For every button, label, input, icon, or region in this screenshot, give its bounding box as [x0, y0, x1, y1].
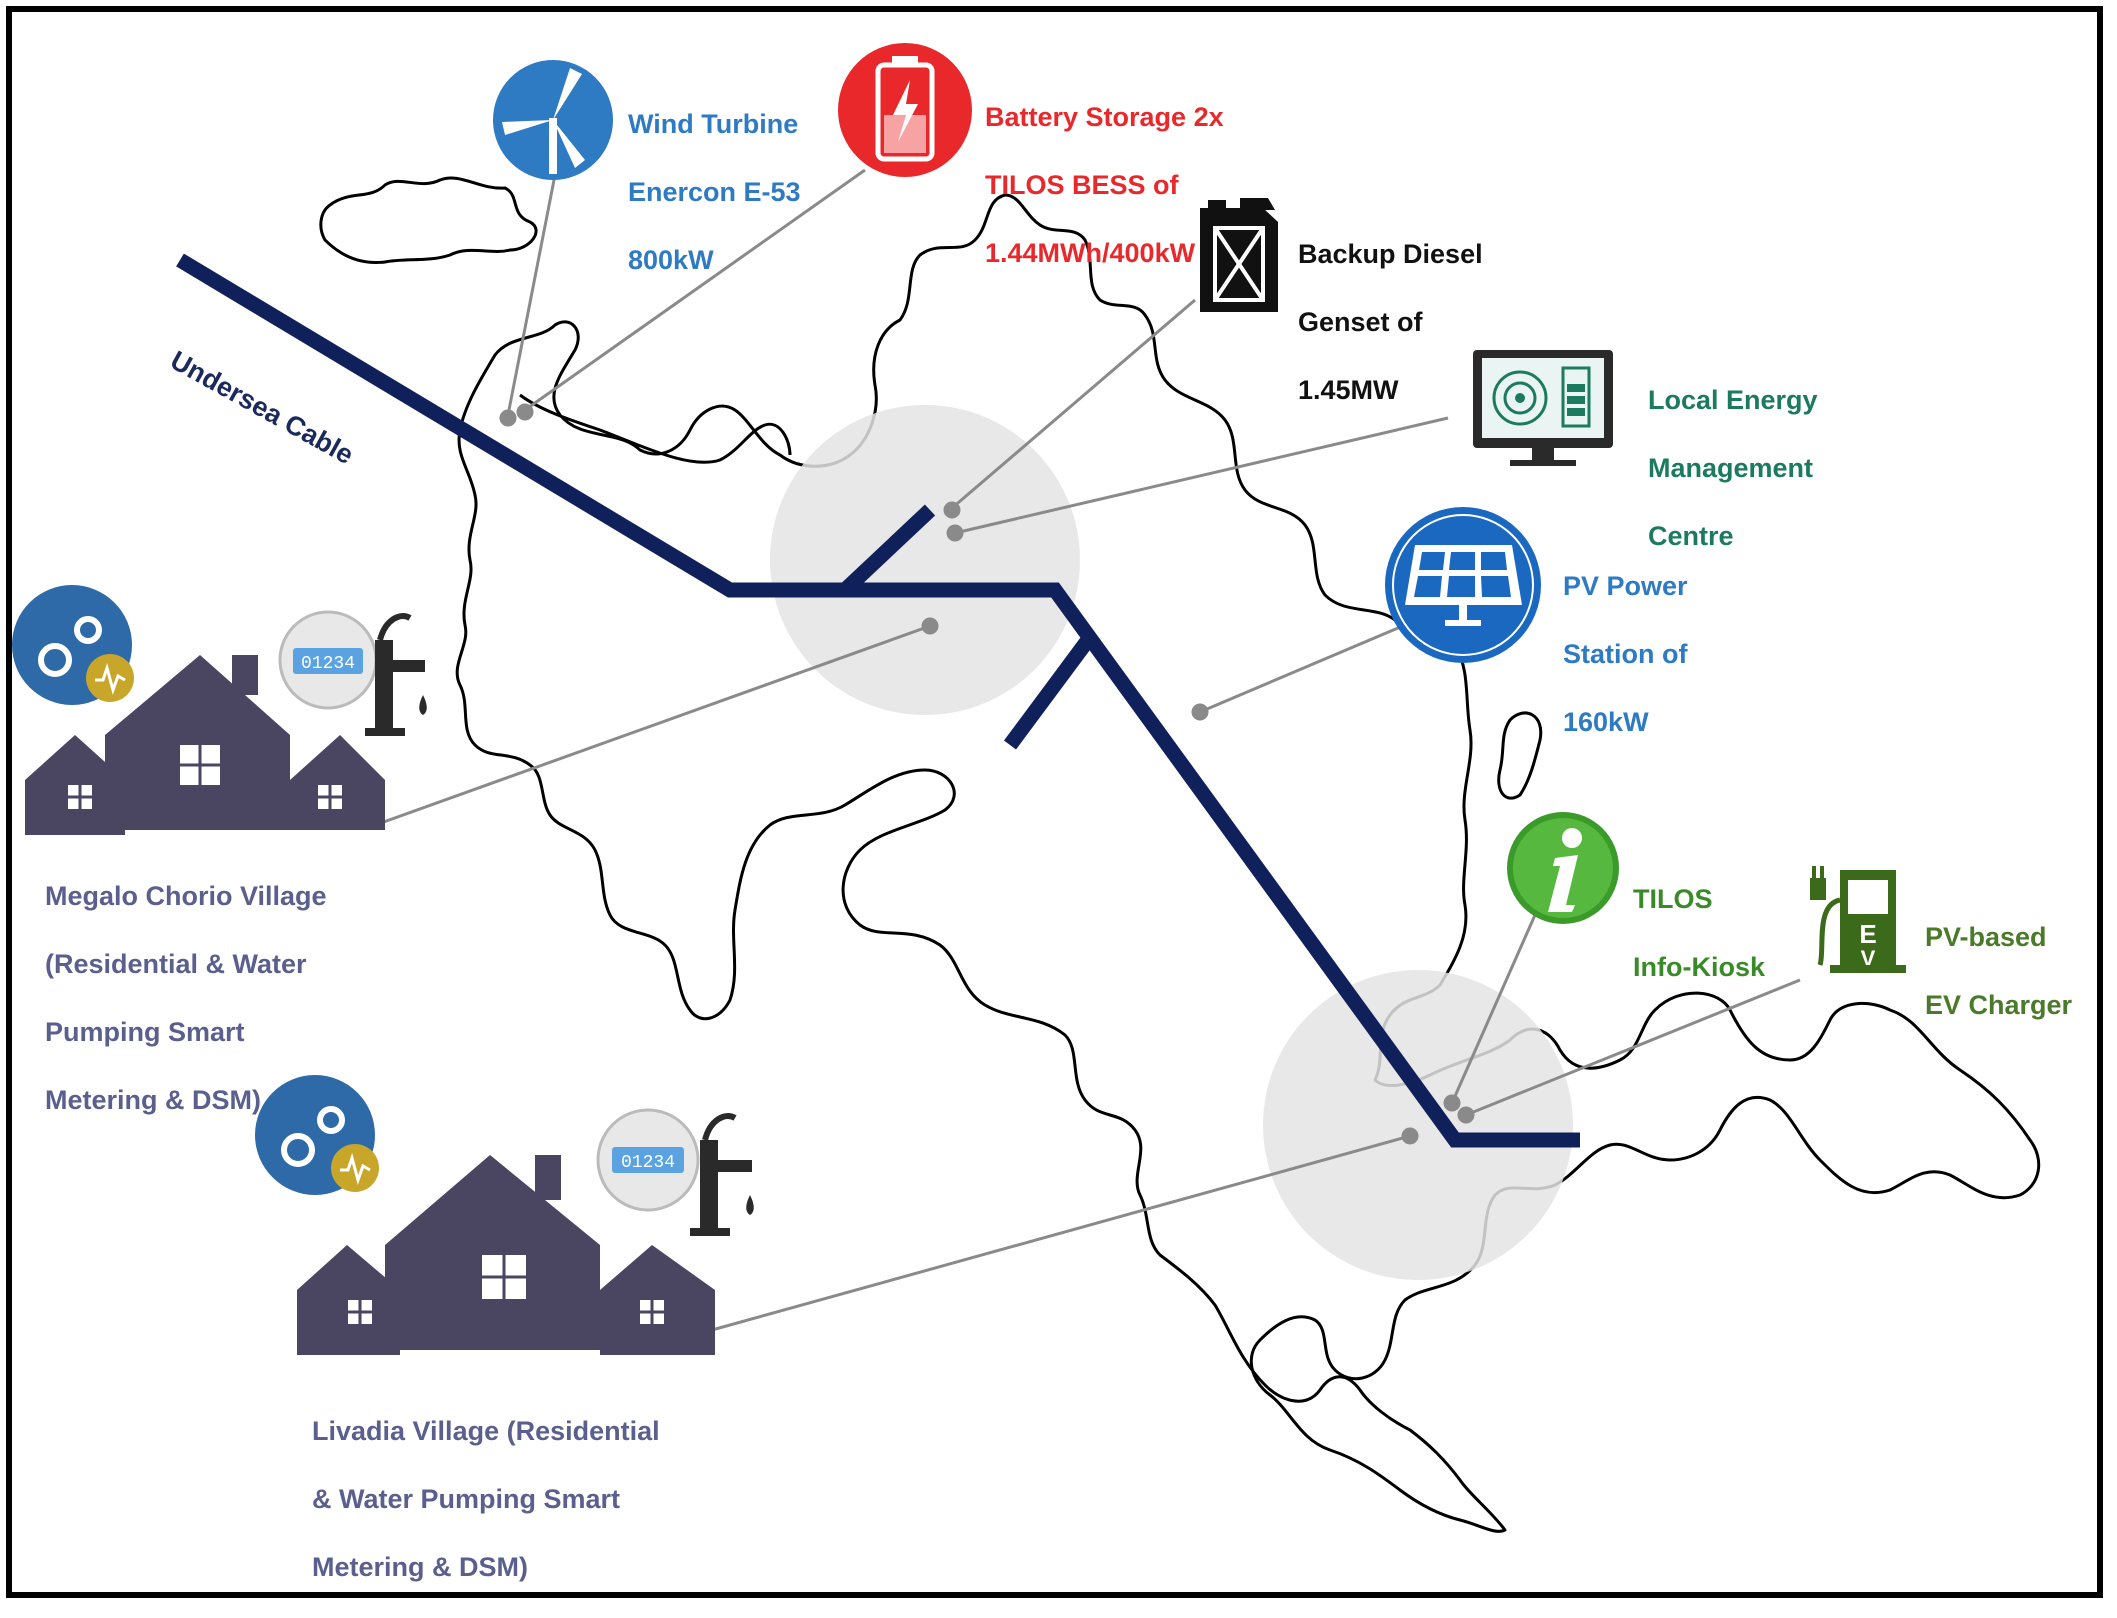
megalo-label-line: Pumping Smart [45, 1017, 245, 1047]
hub-circle-north [770, 405, 1080, 715]
diesel-label-line: Genset of [1298, 307, 1423, 337]
gears-icon-livadia [255, 1075, 379, 1195]
ev-charger-label: PV-based EV Charger [1925, 886, 2072, 1056]
livadia-label-line: & Water Pumping Smart [312, 1484, 621, 1514]
wind-turbine-label: Wind Turbine Enercon E-53 800kW [628, 73, 801, 311]
meter-readout-megalo: 01234 [301, 654, 355, 674]
info-kiosk-label: TILOS Info-Kiosk [1633, 848, 1765, 1018]
energy-mgmt-label-line: Management [1648, 453, 1814, 483]
figure-frame [6, 6, 2103, 1598]
gears-icon-megalo [12, 585, 134, 705]
ev-label-line: PV-based [1925, 922, 2047, 952]
kiosk-label-line: TILOS [1633, 884, 1713, 914]
bay-outline [519, 393, 792, 464]
island-outline [455, 193, 2041, 1533]
battery-label-line: TILOS BESS of [985, 170, 1179, 200]
svg-text:V: V [1861, 946, 1876, 971]
pv-label-line: Station of [1563, 639, 1688, 669]
energy-mgmt-label-line: Centre [1648, 521, 1734, 551]
solar-panel-icon [1385, 507, 1541, 663]
cable-branch-south [1003, 635, 1095, 750]
svg-text:E: E [1859, 919, 1876, 949]
islet-right-outline [1497, 711, 1543, 800]
livadia-label-line: Metering & DSM) [312, 1552, 528, 1582]
kiosk-label-line: Info-Kiosk [1633, 952, 1765, 982]
pv-label-line: 160kW [1563, 707, 1649, 737]
houses-icon-megalo [25, 655, 385, 835]
wind-label-line: Wind Turbine [628, 109, 799, 139]
ev-charger-icon: E V [1810, 866, 1906, 973]
battery-label-line: Battery Storage 2x [985, 102, 1224, 132]
megalo-label-line: (Residential & Water [45, 949, 307, 979]
livadia-label-line: Livadia Village (Residential [312, 1416, 660, 1446]
megalo-label-line: Megalo Chorio Village [45, 881, 327, 911]
diesel-genset-label: Backup Diesel Genset of 1.45MW [1298, 203, 1483, 441]
leader-lines [377, 168, 1801, 1332]
fuel-can-icon [1200, 198, 1278, 312]
houses-icon-livadia [297, 1155, 715, 1355]
wind-turbine-icon [493, 60, 613, 180]
wind-label-line: 800kW [628, 245, 714, 275]
water-pump-icon-megalo [365, 613, 427, 736]
battery-storage-label: Battery Storage 2x TILOS BESS of 1.44MWh… [985, 66, 1224, 304]
battery-label-line: 1.44MWh/400kW [985, 238, 1196, 268]
megalo-chorio-village-label: Megalo Chorio Village (Residential & Wat… [45, 845, 327, 1151]
pv-station-label: PV Power Station of 160kW [1563, 535, 1688, 773]
water-pump-icon-livadia [690, 1113, 754, 1236]
ev-label-line: EV Charger [1925, 990, 2073, 1020]
wind-label-line: Enercon E-53 [628, 177, 801, 207]
energy-mgmt-label-line: Local Energy [1648, 385, 1818, 415]
meter-readout-livadia: 01234 [621, 1153, 675, 1173]
cable-branch-north [839, 504, 936, 596]
diesel-label-line: Backup Diesel [1298, 239, 1483, 269]
undersea-cable [176, 253, 1580, 1148]
diesel-label-line: 1.45MW [1298, 375, 1399, 405]
hub-circle-south [1263, 970, 1573, 1280]
energy-management-label: Local Energy Management Centre [1648, 349, 1818, 587]
islet-outline [319, 176, 538, 265]
battery-icon [838, 43, 972, 177]
smart-meter-icon-megalo: 01234 [278, 610, 378, 710]
pv-label-line: PV Power [1563, 571, 1688, 601]
monitor-icon [1473, 350, 1613, 466]
smart-meter-icon-livadia: 01234 [596, 1108, 700, 1212]
livadia-village-label: Livadia Village (Residential & Water Pum… [312, 1380, 660, 1618]
info-icon [1507, 812, 1619, 924]
megalo-label-line: Metering & DSM) [45, 1085, 261, 1115]
